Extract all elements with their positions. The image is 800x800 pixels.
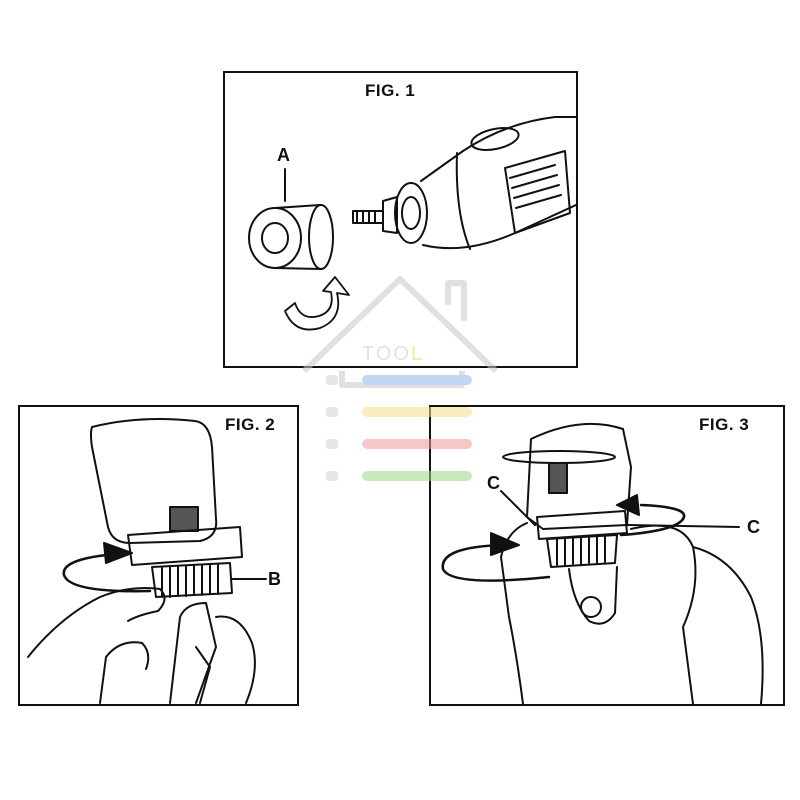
figure-2-panel: FIG. 2 B (18, 405, 299, 706)
house-icon (301, 276, 499, 481)
figure-1-title: FIG. 1 (365, 81, 416, 100)
watermark-text: TOOL (362, 343, 425, 365)
guard-attachment-illustration (27, 418, 267, 704)
rotary-tool-accessory-illustration (248, 116, 576, 331)
figure-2-title: FIG. 2 (225, 415, 276, 434)
tool-watermark-logo: TOOL (300, 275, 500, 495)
callout-b: B (268, 569, 281, 589)
callout-c-left: C (487, 473, 500, 493)
callout-a: A (277, 145, 290, 165)
figure-1-panel: FIG. 1 A (223, 71, 578, 368)
figure-3-title: FIG. 3 (699, 415, 750, 434)
callout-c-right: C (747, 517, 760, 537)
cutting-guide-attachment-illustration (441, 422, 764, 704)
figure-3-panel: FIG. 3 C C (429, 405, 785, 706)
